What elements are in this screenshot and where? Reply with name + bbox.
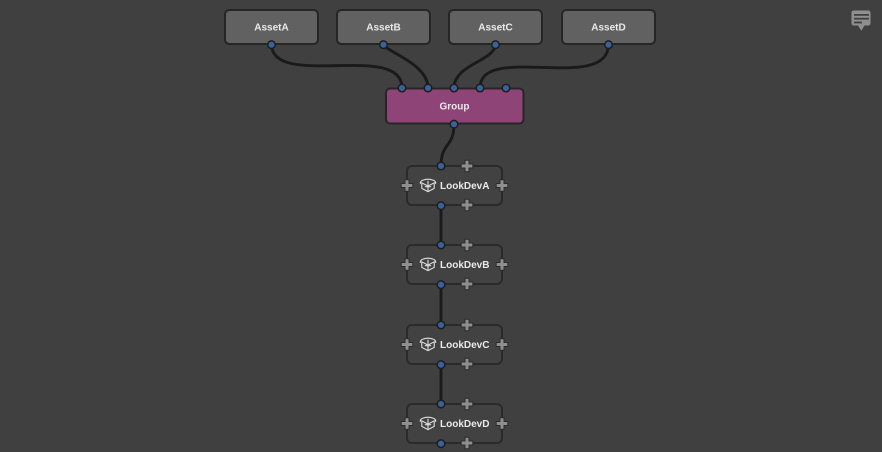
svg-text:LookDevD: LookDevD bbox=[440, 419, 489, 430]
svg-text:AssetC: AssetC bbox=[478, 23, 512, 34]
svg-text:AssetB: AssetB bbox=[366, 23, 400, 34]
svg-text:LookDevB: LookDevB bbox=[440, 260, 489, 271]
svg-text:LookDevC: LookDevC bbox=[440, 340, 489, 351]
svg-text:AssetA: AssetA bbox=[254, 23, 288, 34]
svg-text:AssetD: AssetD bbox=[591, 23, 625, 34]
svg-text:Group: Group bbox=[440, 102, 470, 113]
svg-text:LookDevA: LookDevA bbox=[440, 181, 489, 192]
